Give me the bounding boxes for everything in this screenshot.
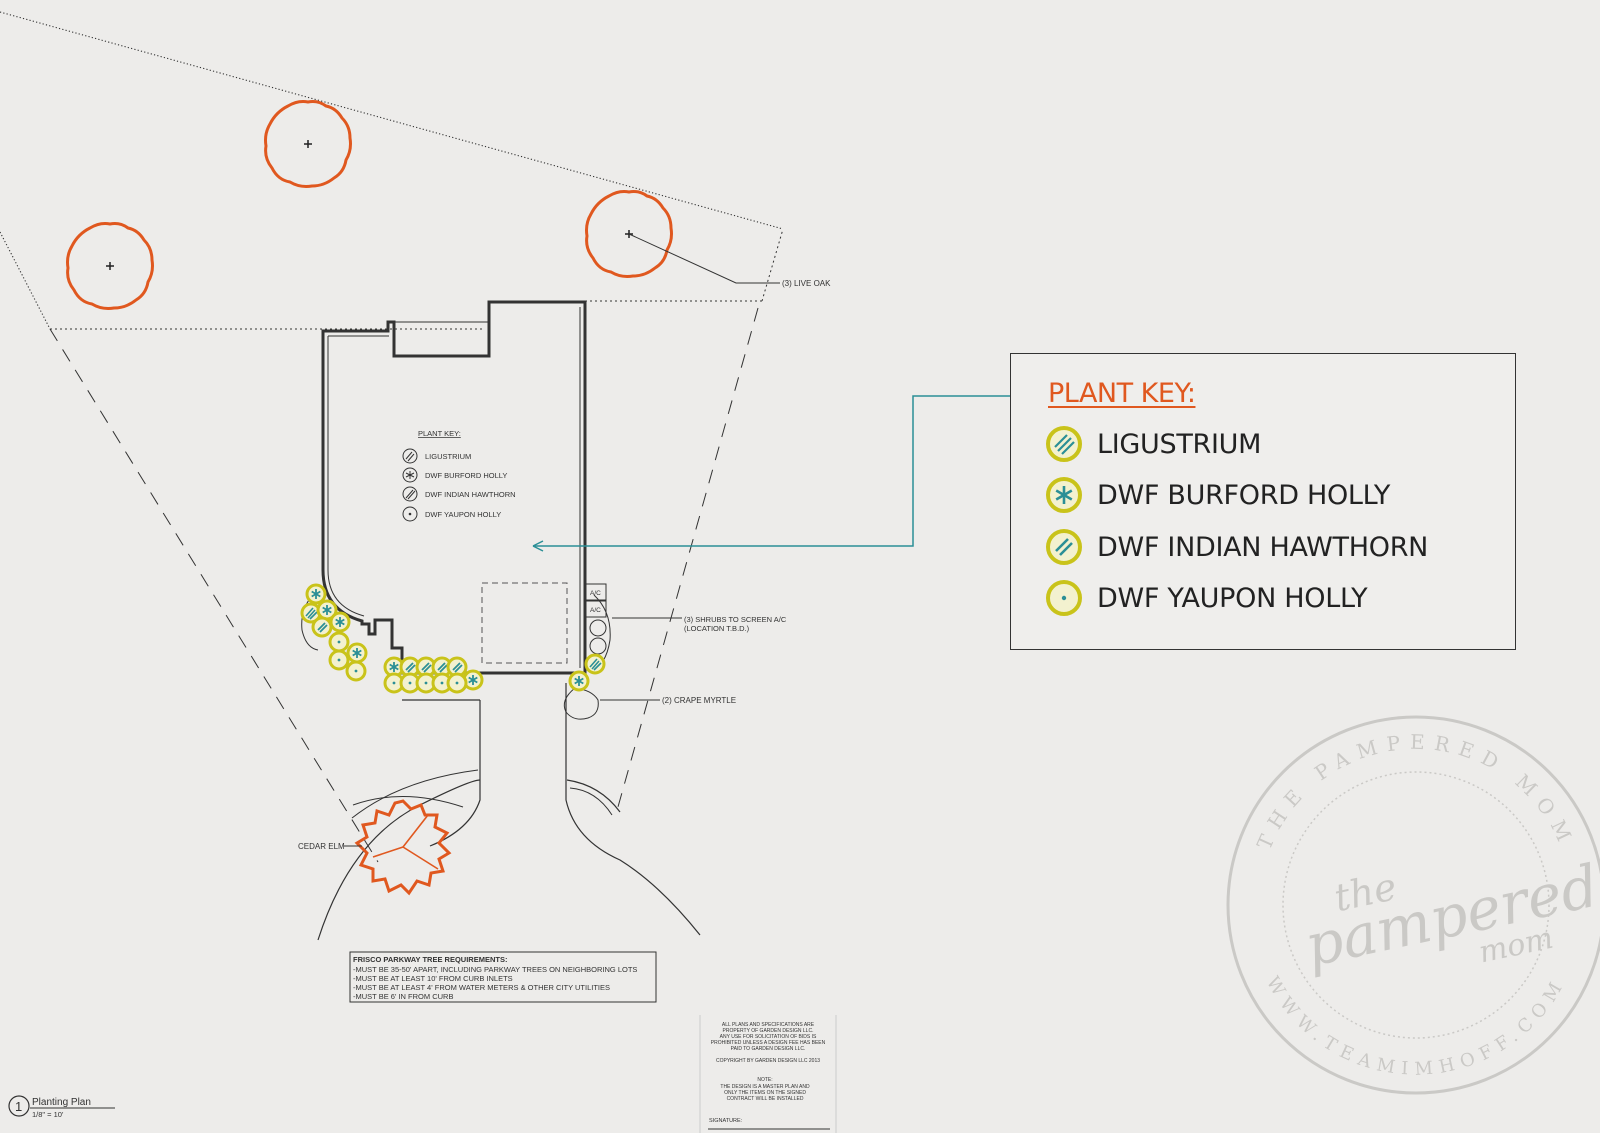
note-line: PAID TO GARDEN DESIGN LLC.	[731, 1046, 806, 1052]
note-line: PROHIBITED UNLESS A DESIGN FEE HAS BEEN	[711, 1040, 826, 1046]
ac-screen-shrubs	[568, 619, 607, 692]
watermark-stamp: THE PAMPERED MOM WWW.TEAMIMHOFF.COM the …	[1226, 715, 1600, 1095]
ac-units: A/C A/C	[585, 583, 607, 618]
shrubs-location-label: (LOCATION T.B.D.)	[684, 624, 750, 633]
plant-key-label: LIGUSTRIUM	[1097, 428, 1262, 460]
cedar-elm-label: CEDAR ELM	[298, 842, 345, 851]
plant-key-item-burford-holly: DWF BURFORD HOLLY	[1045, 476, 1390, 514]
plant-key-item-ligustrium: LIGUSTRIUM	[1045, 425, 1261, 463]
plant-key-item-yaupon-holly: DWF YAUPON HOLLY	[1045, 579, 1368, 617]
parkway-line: -MUST BE AT LEAST 4' FROM WATER METERS &…	[353, 983, 610, 992]
property-lines	[0, 11, 784, 863]
indian-hawthorn-icon	[1046, 529, 1082, 565]
stamp-word-pampered: pampered	[1299, 852, 1600, 980]
note-line: ONLY THE ITEMS ON THE SIGNED	[724, 1090, 806, 1096]
mini-key-item: DWF BURFORD HOLLY	[425, 471, 507, 480]
plant-key-panel: PLANT KEY: LIGUSTRIUM DWF BURFORD HOLLY …	[1010, 353, 1516, 650]
note-line: PROPERTY OF GARDEN DESIGN LLC.	[723, 1028, 814, 1034]
burford-holly-icon	[1046, 477, 1082, 513]
stamp-ring-top: THE PAMPERED MOM	[1252, 730, 1580, 853]
note-line: THE DESIGN IS A MASTER PLAN AND	[720, 1084, 810, 1090]
live-oak-label: (3) LIVE OAK	[782, 279, 831, 288]
drawing-title: Planting Plan	[32, 1097, 91, 1108]
note-title: NOTE:	[757, 1077, 772, 1083]
garage-pad	[481, 582, 568, 664]
ac-label-2: A/C	[590, 607, 601, 614]
live-oak-tree	[264, 100, 352, 188]
notes-block: ALL PLANS AND SPECIFICATIONS ARE PROPERT…	[711, 1022, 826, 1102]
note-line: CONTRACT WILL BE INSTALLED	[727, 1096, 804, 1102]
note-line: ALL PLANS AND SPECIFICATIONS ARE	[722, 1022, 815, 1028]
mini-key-item: DWF YAUPON HOLLY	[425, 510, 501, 519]
plant-key-title: PLANT KEY:	[1048, 378, 1196, 409]
shrub-bed-left	[300, 583, 368, 682]
mini-plant-key: PLANT KEY: LIGUSTRIUM DWF BURFORD HOLLY …	[402, 429, 516, 522]
parkway-title: FRISCO PARKWAY TREE REQUIREMENTS:	[353, 955, 507, 964]
crape-myrtle-label: (2) CRAPE MYRTLE	[662, 696, 736, 705]
drawing-scale: 1/8" = 10'	[32, 1110, 64, 1119]
signature-label: SIGNATURE:	[709, 1118, 743, 1124]
plant-key-label: DWF YAUPON HOLLY	[1097, 582, 1368, 614]
live-oak-leader	[628, 233, 780, 284]
parkway-requirements: FRISCO PARKWAY TREE REQUIREMENTS: -MUST …	[349, 951, 657, 1003]
note-line: ANY USE FOR SOLICITATION OF BIDS IS	[720, 1034, 817, 1040]
parkway-line: -MUST BE AT LEAST 10' FROM CURB INLETS	[353, 974, 513, 983]
copyright: COPYRIGHT BY GARDEN DESIGN LLC 2013	[716, 1058, 820, 1064]
live-oak-tree	[66, 222, 154, 310]
cedar-elm-tree	[352, 795, 464, 896]
mini-key-title: PLANT KEY:	[418, 429, 461, 438]
ac-label-1: A/C	[590, 590, 601, 597]
yaupon-holly-icon	[1046, 580, 1082, 616]
plant-key-label: DWF BURFORD HOLLY	[1097, 479, 1391, 511]
parkway-line: -MUST BE 6' IN FROM CURB	[353, 992, 453, 1001]
plant-key-label: DWF INDIAN HAWTHORN	[1097, 531, 1429, 563]
shrubs-label: (3) SHRUBS TO SCREEN A/C	[684, 615, 787, 624]
title-block: 1 Planting Plan 1/8" = 10'	[8, 1095, 115, 1119]
ligustrium-icon	[1046, 426, 1082, 462]
callout-arrow	[532, 390, 1035, 552]
drawing-number: 1	[15, 1099, 22, 1114]
driveway	[317, 683, 701, 941]
mini-key-item: DWF INDIAN HAWTHORN	[425, 490, 516, 499]
stamp-ring-bottom: WWW.TEAMIMHOFF.COM	[1262, 973, 1570, 1080]
shrub-bed-front	[383, 656, 484, 694]
mini-key-item: LIGUSTRIUM	[425, 452, 471, 461]
parkway-line: -MUST BE 35-50' APART, INCLUDING PARKWAY…	[353, 965, 637, 974]
house-outline	[321, 300, 587, 675]
live-oak-trees	[66, 100, 673, 310]
plant-key-item-indian-hawthorn: DWF INDIAN HAWTHORN	[1045, 528, 1428, 566]
